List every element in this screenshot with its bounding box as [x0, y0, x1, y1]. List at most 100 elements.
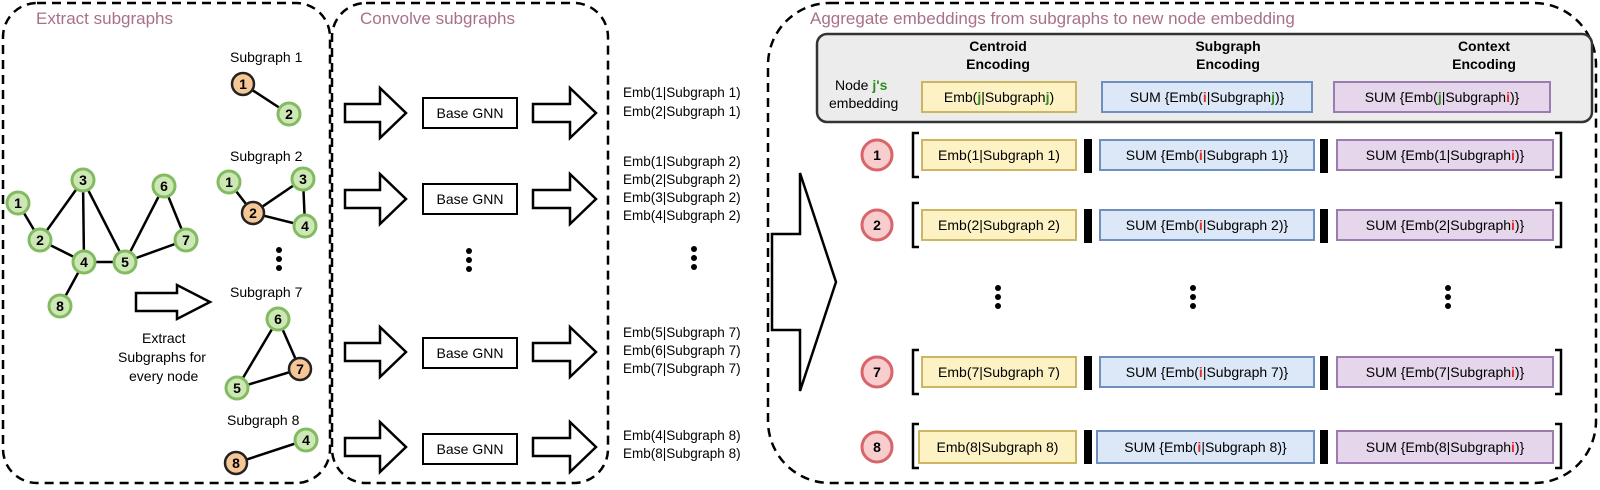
node-label: 1: [225, 174, 233, 190]
base-gnn-box: Base GNN: [422, 433, 518, 465]
formula-part: |Subgraph: [981, 89, 1046, 105]
node-label: 1: [239, 76, 247, 92]
out-arrow-1: [531, 85, 598, 141]
concat-separator: [1084, 430, 1092, 464]
row-context-box: SUM {Emb(2|Subgraph i)}: [1336, 209, 1554, 241]
formula-part: )}: [1514, 217, 1525, 233]
formula-part: SUM {Emb(: [1125, 217, 1199, 233]
formula-part: SUM {Emb(: [1364, 89, 1438, 105]
node-circle: [860, 430, 894, 464]
formula-i: i: [1202, 89, 1207, 105]
formula-i: i: [1198, 147, 1203, 163]
graph-node: 3: [70, 167, 96, 193]
formula-part: |Subgraph 7)}: [1202, 364, 1289, 380]
node-circle: [265, 306, 291, 332]
row-centroid-box: Emb(7|Subgraph 7): [921, 356, 1077, 388]
section-title-extract: Extract subgraphs: [36, 9, 174, 28]
header-context-formula: SUM {Emb(j|Subgraph i)}: [1333, 81, 1551, 113]
extract-label: Subgraphs for: [118, 349, 206, 365]
node-j-label-j: j's: [872, 77, 888, 93]
formula-part: )}: [1514, 439, 1525, 455]
formula-part: )}: [1514, 147, 1525, 163]
graph-node: 7: [173, 227, 199, 253]
node-circle: [151, 173, 177, 199]
subgraph-title: Subgraph 2: [230, 148, 303, 164]
subgraph-node: 4: [293, 427, 319, 453]
formula-i: i: [1198, 217, 1203, 233]
subgraph-node: 2: [240, 200, 266, 226]
subgraph-node: 1: [230, 71, 256, 97]
formula-part: |Subgraph: [1441, 89, 1507, 105]
embedding-label: Emb(7|Subgraph 7): [623, 361, 741, 376]
extract-label: every node: [129, 368, 199, 384]
concat-separator: [1084, 209, 1092, 243]
subgraph-node: 4: [292, 213, 318, 239]
graph-node: 8: [47, 293, 73, 319]
formula-part: SUM {Emb(7|Subgraph: [1365, 364, 1512, 380]
subgraph-node: 6: [265, 306, 291, 332]
graph-node: 1: [5, 190, 31, 216]
formula-part: SUM {Emb(8|Subgraph: [1365, 439, 1512, 455]
formula-part: SUM {Emb(: [1125, 147, 1199, 163]
node-circle: [5, 190, 31, 216]
out-arrow-4: [531, 419, 598, 475]
embedding-label: Emb(8|Subgraph 8): [623, 446, 741, 461]
formula-i: i: [1506, 89, 1510, 105]
panel-aggregate: [766, 1, 1598, 485]
subgraph-node: 5: [224, 375, 250, 401]
node-circle: [860, 355, 894, 389]
row-node: 8: [860, 430, 894, 464]
formula-i: i: [1511, 439, 1515, 455]
subgraph-node: 2: [276, 101, 302, 127]
node-circle: [276, 101, 302, 127]
node-label: 2: [873, 217, 881, 233]
row-centroid-box: Emb(2|Subgraph 2): [921, 209, 1077, 241]
subgraph-title: Subgraph 1: [230, 49, 303, 65]
embedding-label: Emb(1|Subgraph 2): [623, 154, 741, 169]
left-bracket: [911, 348, 919, 396]
column-header-subgraph: Subgraph Encoding: [1195, 38, 1261, 72]
ellipsis-dots: [276, 246, 1451, 309]
node-label: 4: [302, 432, 310, 448]
node-circle: [860, 208, 894, 242]
graph-node: 4: [71, 249, 97, 275]
node-label: 2: [249, 205, 257, 221]
row-node: 1: [860, 138, 894, 172]
base-gnn-box: Base GNN: [422, 183, 518, 215]
node-circle: [293, 427, 319, 453]
node-circle: [230, 71, 256, 97]
row-node: 7: [860, 355, 894, 389]
in-arrow-3: [343, 324, 408, 380]
formula-part: )}: [1274, 89, 1285, 105]
row-context-box: SUM {Emb(1|Subgraph i)}: [1336, 139, 1554, 171]
node-label: 3: [79, 172, 87, 188]
formula-part: |Subgraph 1)}: [1202, 147, 1289, 163]
node-circle: [216, 169, 242, 195]
concat-separator: [1320, 139, 1328, 173]
formula-part: |Subgraph 2)}: [1202, 217, 1289, 233]
node-circle: [287, 356, 313, 382]
row-context-box: SUM {Emb(7|Subgraph i)}: [1336, 356, 1554, 388]
node-label: 6: [160, 178, 168, 194]
formula-part: ): [1049, 89, 1055, 105]
node-label: 1: [873, 147, 881, 163]
row-brackets: [911, 131, 1563, 470]
formula-part: |Subgraph: [1206, 89, 1272, 105]
row-subgraph-box: SUM {Emb(i|Subgraph 1)}: [1099, 139, 1315, 171]
concat-separator: [1320, 430, 1328, 464]
node-circle: [240, 200, 266, 226]
in-arrow-1: [343, 85, 408, 141]
row-context-box: SUM {Emb(8|Subgraph i)}: [1336, 430, 1554, 464]
formula-part: SUM {Emb(: [1124, 439, 1198, 455]
right-bracket: [1555, 131, 1563, 179]
formula-i: i: [1511, 217, 1515, 233]
panel-convolve: [330, 1, 610, 485]
formula-part: SUM {Emb(: [1129, 89, 1203, 105]
node-circle: [71, 249, 97, 275]
subgraph-node: 7: [287, 356, 313, 382]
out-arrow-3: [531, 324, 598, 380]
right-bracket: [1555, 348, 1563, 396]
formula-part: )}: [1514, 364, 1525, 380]
node-label: 7: [873, 364, 881, 380]
base-gnn-box: Base GNN: [422, 97, 518, 129]
